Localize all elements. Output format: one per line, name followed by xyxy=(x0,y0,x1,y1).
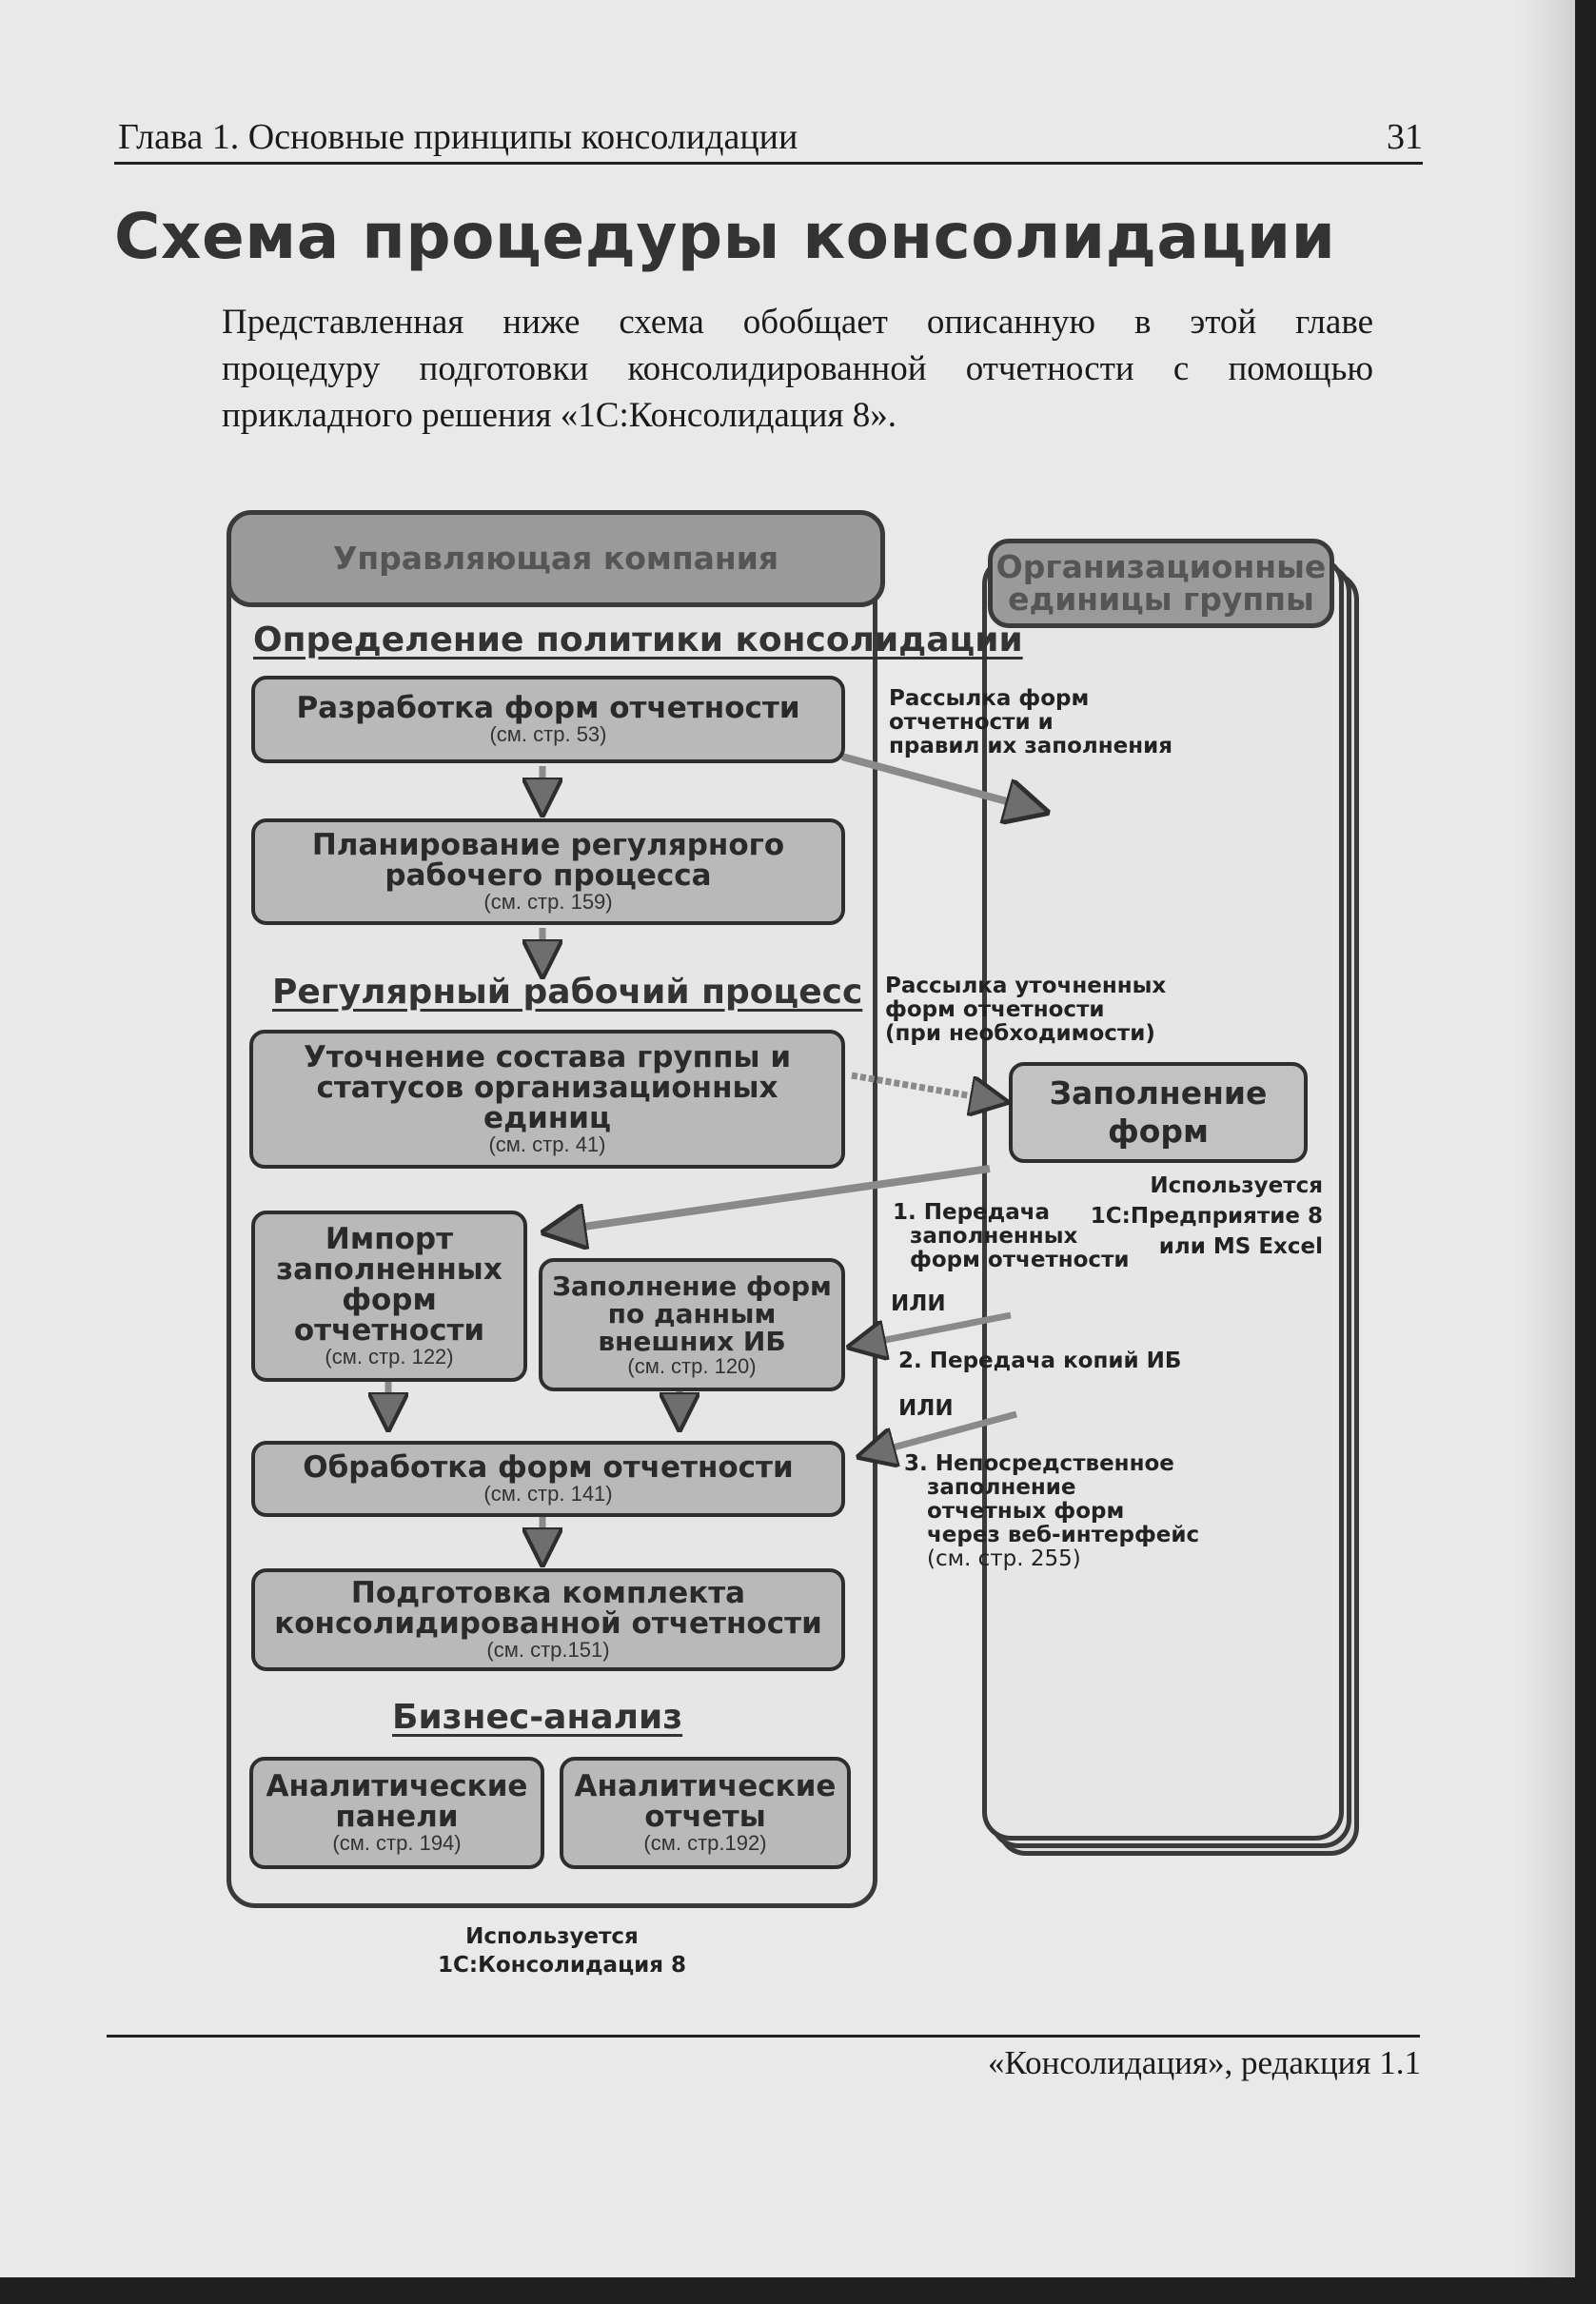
box-ref: (см. стр.192) xyxy=(643,1831,767,1855)
note-line: или MS Excel xyxy=(1158,1234,1323,1259)
box-import: Импорт заполненных форм отчетности (см. … xyxy=(251,1211,527,1382)
page: Глава 1. Основные принципы консолидации … xyxy=(0,0,1575,2277)
box-title: Разработка форм отчетности xyxy=(296,691,800,725)
box-title: внешних ИБ xyxy=(598,1325,786,1357)
left-panel-title: Управляющая компания xyxy=(227,510,885,607)
box-title: Заполнение xyxy=(1049,1074,1268,1112)
right-panel-title-text: Организационные единицы группы xyxy=(995,548,1327,618)
note-line: 1С:Консолидация 8 xyxy=(438,1953,687,1978)
arrow-transfer-1 xyxy=(563,1165,991,1230)
section-regular: Регулярный рабочий процесс xyxy=(272,973,863,1012)
page-number: 31 xyxy=(1387,117,1423,157)
note-send-updated: Рассылка уточненных форм отчетности (при… xyxy=(885,975,1166,1046)
box-fill-forms: Заполнение форм xyxy=(1009,1062,1308,1163)
left-panel-title-text: Управляющая компания xyxy=(332,540,779,577)
note-or-2: ИЛИ xyxy=(898,1396,954,1421)
box-external: Заполнение форм по данным внешних ИБ (см… xyxy=(539,1258,845,1391)
box-title: Подготовка комплекта xyxy=(350,1576,746,1610)
right-panel-title: Организационные единицы группы xyxy=(988,539,1334,628)
running-header: Глава 1. Основные принципы консолидации … xyxy=(114,112,1423,165)
consolidation-diagram: Организационные единицы группы Управляющ… xyxy=(0,510,1575,2277)
footer-rule xyxy=(107,2035,1420,2038)
box-ref: (см. стр. 53) xyxy=(489,722,607,746)
note-line: отчетности и xyxy=(889,710,1054,735)
note-line: (при необходимости) xyxy=(885,1021,1155,1046)
note-line: заполненных xyxy=(910,1224,1078,1249)
note-line: Используется xyxy=(1150,1173,1323,1198)
note-line: Рассылка форм xyxy=(889,686,1090,711)
box-title: Планирование регулярного xyxy=(311,828,785,862)
intro-line: процедуру подготовки консолидированной о… xyxy=(222,349,1373,388)
box-title: Заполнение форм xyxy=(552,1270,832,1302)
box-forms-development: Разработка форм отчетности (см. стр. 53) xyxy=(251,676,845,763)
box-ref: (см. стр. 122) xyxy=(325,1345,454,1369)
box-title: заполненных xyxy=(276,1252,502,1287)
box-title: рабочего процесса xyxy=(384,858,712,893)
box-title: консолидированной отчетности xyxy=(274,1606,822,1641)
box-group-structure: Уточнение состава группы и статусов орга… xyxy=(249,1030,845,1169)
arrow-send-updated xyxy=(851,1072,990,1099)
box-package: Подготовка комплекта консолидированной о… xyxy=(251,1568,845,1671)
note-line: Рассылка уточненных xyxy=(885,974,1167,998)
box-analytic-panels: Аналитические панели (см. стр. 194) xyxy=(249,1757,544,1869)
box-planning: Планирование регулярного рабочего процес… xyxy=(251,818,845,925)
section-business: Бизнес-анализ xyxy=(392,1698,683,1737)
note-line: 3. Непосредственное xyxy=(904,1451,1174,1476)
box-ref: (см. стр. 159) xyxy=(483,890,613,914)
section-heading: Схема процедуры консолидации xyxy=(114,200,1336,273)
note-used-enterprise: Используется 1С:Предприятие 8 или MS Exc… xyxy=(1066,1171,1323,1262)
box-title: отчетности xyxy=(293,1313,485,1348)
intro-line: Представленная ниже схема обобщает описа… xyxy=(222,303,1373,342)
note-used-consolidation: Используется 1С:Консолидация 8 xyxy=(438,1922,687,1979)
page-edge-shadow xyxy=(1518,0,1575,2277)
note-line: 1С:Предприятие 8 xyxy=(1090,1204,1323,1229)
box-title: Аналитические xyxy=(266,1769,528,1803)
note-line: заполнение xyxy=(927,1475,1076,1500)
box-processing: Обработка форм отчетности (см. стр. 141) xyxy=(251,1441,845,1517)
note-line: (см. стр. 255) xyxy=(927,1546,1081,1571)
footer-edition: «Консолидация», редакция 1.1 xyxy=(988,2044,1421,2081)
note-or-1: ИЛИ xyxy=(891,1291,946,1316)
box-title: форм xyxy=(342,1283,437,1317)
box-title: форм xyxy=(1107,1113,1209,1150)
note-line: через веб-интерфейс xyxy=(927,1523,1200,1547)
note-line: 1. Передача xyxy=(893,1200,1051,1225)
box-title: панели xyxy=(335,1800,459,1834)
note-transfer-3: 3. Непосредственное заполнение отчетных … xyxy=(904,1452,1199,1571)
box-ref: (см. стр. 41) xyxy=(488,1132,606,1156)
box-ref: (см. стр. 194) xyxy=(332,1831,462,1855)
box-title: Аналитические xyxy=(574,1769,837,1803)
box-analytic-reports: Аналитические отчеты (см. стр.192) xyxy=(560,1757,851,1869)
box-title: Импорт xyxy=(325,1222,454,1256)
note-transfer-2: 2. Передача копий ИБ xyxy=(898,1349,1182,1373)
arrow-transfer-3 xyxy=(876,1410,1017,1452)
box-title: статусов организационных xyxy=(316,1071,778,1105)
intro-line: прикладного решения «1С:Консолидация 8». xyxy=(222,396,897,435)
note-transfer-1: 1. Передача заполненных форм отчетности xyxy=(893,1201,1130,1272)
note-line: правил их заполнения xyxy=(889,734,1173,758)
chapter-title: Глава 1. Основные принципы консолидации xyxy=(118,117,798,157)
section-policy: Определение политики консолидации xyxy=(253,620,1023,660)
box-title: по данным xyxy=(607,1297,777,1329)
note-send-forms: Рассылка форм отчетности и правил их зап… xyxy=(889,687,1172,758)
note-line: форм отчетности xyxy=(885,997,1105,1022)
arrow-transfer-2 xyxy=(866,1311,1012,1344)
diagram-arrows xyxy=(0,753,1575,2277)
box-title: Обработка форм отчетности xyxy=(303,1450,794,1485)
note-line: отчетных форм xyxy=(927,1499,1125,1524)
box-ref: (см. стр.151) xyxy=(486,1638,610,1662)
box-ref: (см. стр. 141) xyxy=(483,1482,613,1506)
note-line: форм отчетности xyxy=(910,1248,1130,1272)
box-title: Уточнение состава группы и xyxy=(303,1040,792,1074)
right-panel xyxy=(982,556,1344,1841)
arrow-send-forms xyxy=(840,753,1028,807)
box-title: отчеты xyxy=(644,1800,766,1834)
box-ref: (см. стр. 120) xyxy=(627,1353,757,1378)
intro-paragraph: Представленная ниже схема обобщает описа… xyxy=(222,299,1373,439)
note-line: Используется xyxy=(465,1924,639,1949)
box-title: единиц xyxy=(483,1101,611,1135)
